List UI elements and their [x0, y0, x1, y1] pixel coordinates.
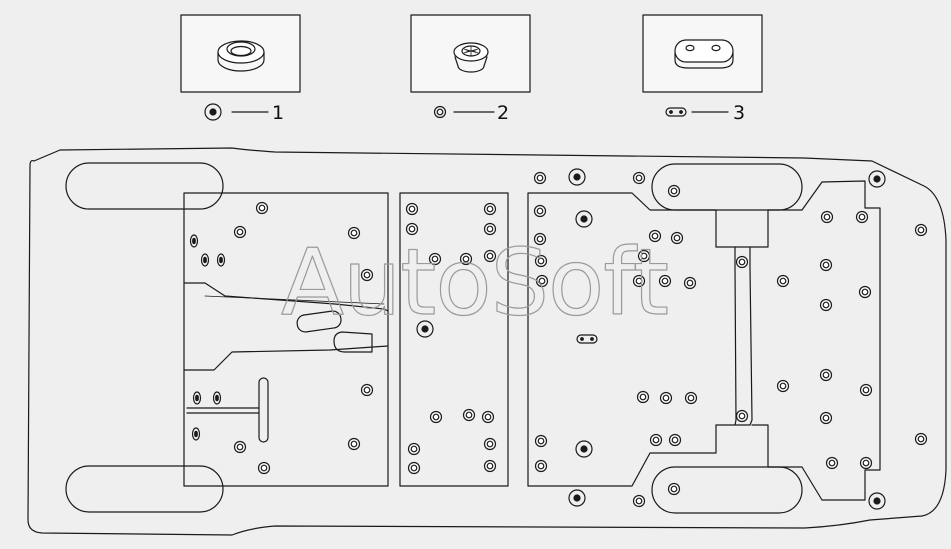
small-plug-symbol-icon [668, 433, 682, 447]
small-plug-symbol-icon [483, 437, 497, 451]
small-plug-symbol-icon [534, 434, 548, 448]
small-plug-symbol-icon [405, 222, 419, 236]
large-plug-symbol-icon [868, 170, 886, 188]
small-plug-symbol-icon [683, 276, 697, 290]
small-plug-symbol-icon [233, 440, 247, 454]
small-plug-symbol-icon [533, 171, 547, 185]
small-plug-symbol-icon [636, 390, 650, 404]
small-plug-symbol-icon [535, 274, 549, 288]
small-plug-symbol-icon [533, 232, 547, 246]
oval-plug-symbol-icon [191, 427, 201, 441]
small-plug-symbol-icon [820, 210, 834, 224]
small-plug-symbol-icon [360, 268, 374, 282]
small-plug-symbol-icon [347, 437, 361, 451]
small-plug-symbol-icon [859, 456, 873, 470]
front-floor-panel [183, 192, 389, 487]
small-plug-symbol-icon [481, 410, 495, 424]
floor-pan-outline [27, 147, 947, 536]
callout-number-1: 1 [272, 102, 284, 124]
small-plug-symbol-icon [405, 202, 419, 216]
small-plug-symbol-icon [407, 461, 421, 475]
small-plug-symbol-icon [858, 285, 872, 299]
small-plug-symbol-icon [859, 383, 873, 397]
legend-item-1: 1 [180, 14, 301, 124]
oval-plug-symbol-icon [189, 234, 199, 248]
small-plug-symbol-icon [735, 255, 749, 269]
small-plug-symbol-icon [819, 298, 833, 312]
small-plug-symbol-icon [819, 411, 833, 425]
small-plug-symbol-icon [670, 231, 684, 245]
oval-plug-symbol-icon [192, 391, 202, 405]
large-plug-symbol-icon [568, 168, 586, 186]
plug-markers-type-2 [233, 171, 928, 508]
plug-markers-type-1 [416, 168, 886, 510]
small-plug-symbol-icon [825, 456, 839, 470]
small-plug-symbol-icon [407, 442, 421, 456]
small-plug-symbol-icon [735, 409, 749, 423]
small-plug-symbol-icon [483, 459, 497, 473]
rear-floor-panel [527, 180, 881, 501]
small-plug-symbol-icon [855, 210, 869, 224]
large-plug-symbol-icon [575, 210, 593, 228]
oval-plug-symbol-icon [665, 107, 687, 117]
oval-plug-symbol-icon [576, 334, 598, 344]
small-plug-symbol-icon [233, 225, 247, 239]
large-plug-symbol-icon [575, 440, 593, 458]
small-plug-symbol-icon [649, 433, 663, 447]
small-plug-symbol-icon [483, 249, 497, 263]
small-plug-symbol-icon [462, 408, 476, 422]
small-plug-symbol-icon [632, 494, 646, 508]
small-plug-symbol-icon [659, 391, 673, 405]
small-plug-symbol-icon [658, 274, 672, 288]
plug-markers-type-3 [189, 234, 598, 441]
large-plug-symbol-icon [568, 489, 586, 507]
small-plug-symbol-icon [914, 223, 928, 237]
arch-cutout-rear-left [651, 163, 803, 211]
small-plug-symbol-icon [429, 410, 443, 424]
small-plug-symbol-icon [776, 274, 790, 288]
small-plug-symbol-icon [428, 252, 442, 266]
arch-cutout-front-left [65, 162, 224, 210]
small-plug-symbol-icon [648, 229, 662, 243]
small-plug-symbol-icon [776, 379, 790, 393]
grommet-ring-icon [217, 40, 265, 72]
small-plug-symbol-icon [637, 249, 651, 263]
oval-plug-icon [674, 39, 734, 69]
legend-item-2: 2 [410, 14, 531, 124]
watermark-text: AutoSoft [281, 229, 668, 336]
oval-plug-symbol-icon [212, 391, 222, 405]
small-plug-symbol-icon [533, 204, 547, 218]
small-plug-symbol-icon [347, 226, 361, 240]
callout-number-3: 3 [733, 102, 745, 124]
oval-plug-symbol-icon [200, 253, 210, 267]
small-plug-symbol-icon [360, 383, 374, 397]
legend-item-3: 3 [642, 14, 763, 124]
small-plug-symbol-icon [255, 201, 269, 215]
callout-number-2: 2 [497, 102, 509, 124]
oval-plug-symbol-icon [216, 253, 226, 267]
large-plug-symbol-icon [416, 320, 434, 338]
small-plug-symbol-icon [257, 461, 271, 475]
mesh-plug-icon [453, 42, 489, 73]
middle-floor-panel [399, 192, 509, 487]
small-plug-symbol-icon [534, 254, 548, 268]
small-plug-symbol-icon [534, 459, 548, 473]
small-plug-symbol-icon [632, 171, 646, 185]
small-plug-symbol-icon [667, 482, 681, 496]
small-plug-symbol-icon [483, 202, 497, 216]
small-plug-symbol-icon [433, 105, 447, 119]
arch-cutout-rear-right [651, 466, 803, 514]
small-plug-symbol-icon [483, 222, 497, 236]
arch-cutout-front-right [65, 465, 224, 513]
large-plug-symbol-icon [204, 103, 222, 121]
small-plug-symbol-icon [914, 432, 928, 446]
small-plug-symbol-icon [667, 184, 681, 198]
small-plug-symbol-icon [819, 258, 833, 272]
small-plug-symbol-icon [819, 368, 833, 382]
small-plug-symbol-icon [632, 274, 646, 288]
large-plug-symbol-icon [868, 492, 886, 510]
small-plug-symbol-icon [459, 252, 473, 266]
small-plug-symbol-icon [684, 391, 698, 405]
